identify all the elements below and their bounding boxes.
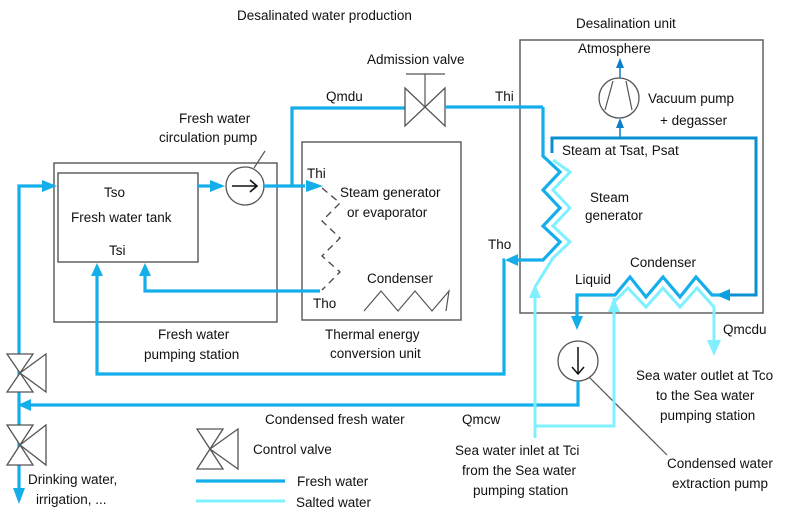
- desal-sg-salt-coil: [533, 158, 573, 288]
- tank-outlet-arrow-icon: [210, 180, 225, 192]
- thermal-condenser-coil: [363, 289, 450, 312]
- thermal-return-line: [143, 272, 320, 293]
- circ-pump-leader: [253, 150, 266, 169]
- tsi-arrow-icon: [139, 263, 151, 276]
- desal-condenser-fresh-coil: [575, 274, 720, 318]
- sea-outlet-label-1: Sea water outlet at Tco: [636, 368, 773, 383]
- sea-inlet-label-2: from the Sea water: [462, 463, 577, 478]
- extraction-label-2: extraction pump: [672, 476, 768, 491]
- drinking-label-2: irrigation, ...: [36, 492, 107, 507]
- sea-inlet-label-1: Sea water inlet at Tci: [455, 443, 579, 458]
- desal-unit-label: Desalination unit: [576, 16, 676, 31]
- steam-at-label: Steam at Tsat, Psat: [562, 143, 679, 158]
- qmdu-line: [290, 106, 405, 186]
- circ-pump-label-1: Fresh water: [179, 111, 251, 126]
- tank-inlet-arrow-icon: [42, 180, 57, 192]
- control-valve-2-icon[interactable]: [5, 423, 47, 467]
- desal-condenser-label: Condenser: [630, 255, 697, 270]
- atmosphere-arrow-icon: [616, 58, 624, 68]
- qmdu-label: Qmdu: [326, 89, 363, 104]
- circ-pump-label-2: circulation pump: [159, 130, 257, 145]
- condensed-arrow-icon: [18, 399, 31, 411]
- desal-thi-label: Thi: [495, 89, 514, 104]
- sea-inlet-arrow-2-icon: [608, 298, 620, 312]
- desal-return-line: [95, 258, 506, 376]
- thermal-condenser-label: Condenser: [367, 271, 434, 286]
- desal-sg-label-2: generator: [585, 208, 643, 223]
- extraction-outlet-line: [20, 381, 580, 407]
- extraction-pump-leader: [588, 376, 668, 456]
- legend-control-valve-icon: [195, 427, 239, 471]
- admission-valve-label: Admission valve: [367, 52, 465, 67]
- extraction-label-1: Condensed water: [667, 456, 773, 471]
- desal-tho-label: Tho: [488, 237, 511, 252]
- sea-inlet-arrow-1-icon: [529, 284, 541, 298]
- desal-sg-fresh-coil: [512, 107, 563, 262]
- liquid-arrow-icon: [571, 316, 583, 330]
- tho-arrow-icon: [505, 254, 518, 266]
- tsi-label: Tsi: [109, 243, 126, 258]
- steam-to-condenser-arrow-icon: [716, 289, 730, 301]
- qmcw-label: Qmcw: [462, 412, 500, 427]
- desal-sg-label-1: Steam: [590, 190, 629, 205]
- tank-inlet-line: [17, 184, 46, 500]
- thermal-unit-label-1: Thermal energy: [325, 327, 420, 342]
- control-valve-1-icon[interactable]: [5, 352, 47, 394]
- sea-outlet-label-2: to the Sea water: [656, 388, 755, 403]
- legend-fresh-water-label: Fresh water: [297, 474, 369, 489]
- thermal-sg-label-2: or evaporator: [347, 205, 428, 220]
- thermal-sg-label-1: Steam generator: [340, 185, 441, 200]
- desal-return-arrow-icon: [91, 263, 103, 276]
- degasser-arrow-icon: [616, 118, 624, 128]
- admission-valve-icon[interactable]: [404, 86, 426, 128]
- thermal-tho-label: Tho: [313, 296, 336, 311]
- steam-line: [550, 136, 758, 297]
- thermal-unit-box: [301, 141, 462, 321]
- sea-inlet-line: [533, 298, 616, 428]
- station-label-1: Fresh water: [158, 327, 230, 342]
- atmosphere-label: Atmosphere: [578, 41, 651, 56]
- condensed-fresh-water-label: Condensed fresh water: [265, 412, 405, 427]
- qmcdu-label: Qmcdu: [723, 322, 767, 337]
- sea-outlet-arrow-icon: [707, 340, 721, 356]
- thermal-evaporator-coil: [321, 187, 341, 291]
- drinking-arrow-icon: [13, 488, 25, 504]
- vacuum-pump-icon[interactable]: [598, 77, 640, 119]
- station-label-2: pumping station: [144, 347, 239, 362]
- tso-label: Tso: [104, 185, 125, 200]
- desal-condenser-salt-coil: [610, 285, 716, 345]
- sea-inlet-label-3: pumping station: [473, 483, 568, 498]
- thermal-unit-label-2: conversion unit: [330, 346, 421, 361]
- thermal-thi-label: Thi: [307, 166, 326, 181]
- vacuum-pump-label-1: Vacuum pump: [648, 91, 734, 106]
- sea-outlet-label-3: pumping station: [660, 408, 755, 423]
- fresh-water-tank: [57, 172, 199, 263]
- drinking-label-1: Drinking water,: [28, 472, 117, 487]
- thermal-inlet-arrow-icon: [306, 180, 323, 192]
- liquid-label: Liquid: [575, 272, 611, 287]
- fresh-water-station-box: [53, 162, 278, 323]
- legend-control-valve-label: Control valve: [253, 442, 332, 457]
- vacuum-pump-label-2: + degasser: [660, 113, 728, 128]
- desalination-unit-box: [519, 39, 764, 314]
- diagram-title: Desalinated water production: [237, 8, 412, 23]
- legend-salted-water-label: Salted water: [296, 495, 372, 510]
- tank-label: Fresh water tank: [71, 210, 172, 225]
